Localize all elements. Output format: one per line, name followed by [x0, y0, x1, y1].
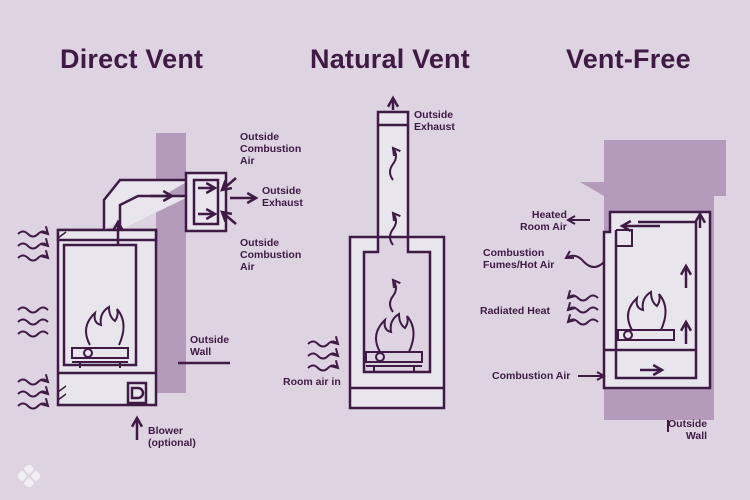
vent-free-flame	[617, 290, 675, 341]
natural-vent-firebox	[348, 235, 446, 410]
label-vent-free-outside-wall: Outside Wall	[668, 418, 708, 442]
label-natural-outside-exhaust: Outside Exhaust	[414, 109, 455, 133]
direct-vent-flame	[71, 305, 129, 368]
direct-vent-airflow	[17, 225, 50, 410]
label-direct-outside-exhaust: Outside Exhaust	[262, 185, 303, 209]
vent-free-firebox	[602, 210, 712, 390]
label-radiated-heat: Radiated Heat	[480, 305, 551, 317]
direct-vent-diagram	[17, 133, 259, 440]
label-blower: Blower (optional)	[148, 425, 196, 449]
label-outside-combustion-air-top: Outside Combustion Air	[240, 131, 302, 167]
direct-vent-hatch	[57, 231, 67, 401]
vent-free-radiated-heat	[566, 289, 599, 326]
natural-vent-diagram	[307, 95, 446, 410]
direct-vent-outside-wall	[156, 133, 186, 393]
natural-vent-flame	[365, 312, 423, 372]
label-combustion-fumes: Combustion Fumes/Hot Air	[483, 247, 555, 271]
label-heated-room-air: Heated Room Air	[520, 209, 567, 233]
label-outside-combustion-air-bottom: Outside Combustion Air	[240, 237, 302, 273]
title-vent-free: Vent-Free	[566, 44, 691, 74]
title-natural-vent: Natural Vent	[310, 44, 470, 74]
natural-vent-airflow	[307, 335, 340, 372]
label-combustion-air: Combustion Air	[492, 370, 571, 382]
label-room-air-in: Room air in	[283, 376, 341, 388]
title-direct-vent: Direct Vent	[60, 44, 204, 74]
label-direct-outside-wall: Outside Wall	[190, 334, 230, 358]
natural-vent-chimney	[376, 110, 410, 239]
vent-free-diagram	[564, 140, 726, 432]
brand-logo-icon	[18, 465, 40, 487]
